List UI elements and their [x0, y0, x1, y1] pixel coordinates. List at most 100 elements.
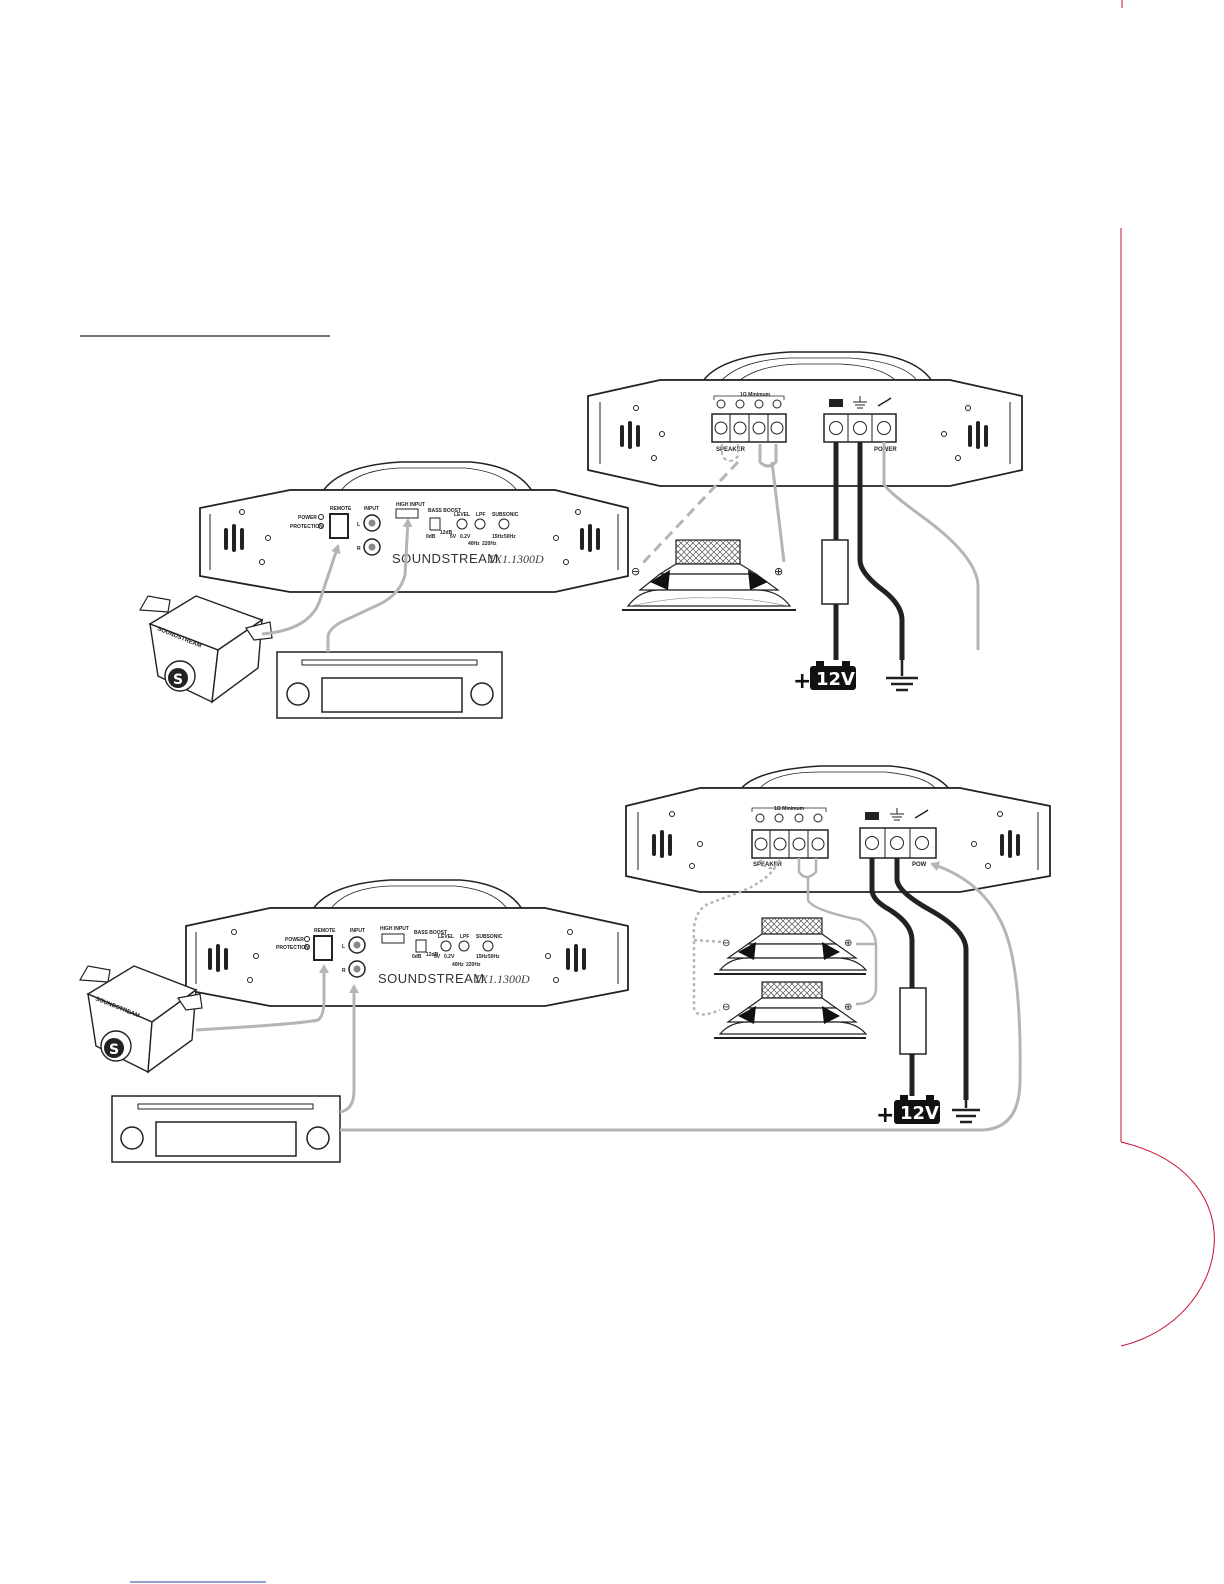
rca-cable-2 [339, 984, 359, 1114]
speaker-label: SPEAKER [716, 447, 746, 453]
bass-boost-switch [415, 939, 427, 953]
remote-port-label: REMOTE [330, 506, 352, 512]
high-input-label: HIGH INPUT [380, 926, 409, 932]
input-label: INPUT [364, 506, 379, 512]
input-l-label: L [342, 944, 345, 950]
level-min: 5V [434, 954, 441, 960]
ground-icon [853, 396, 867, 409]
amp-model-label: TX1.1300D [488, 552, 544, 566]
remote-port [329, 513, 349, 539]
svg-text:S: S [173, 672, 183, 688]
remote-cable-2 [195, 964, 329, 1032]
chassis-ground-1 [886, 660, 918, 692]
chassis-ground-2 [952, 1100, 980, 1124]
inline-fuse [821, 539, 849, 605]
remote-port-label: REMOTE [314, 928, 336, 934]
subsonic-label: SUBSONIC [492, 512, 519, 518]
rca-cable-1 [326, 518, 413, 652]
remote-wire [882, 442, 980, 650]
level-label: LEVEL [438, 934, 454, 940]
high-input-connector [381, 933, 405, 944]
speaker-neg-terminal [650, 570, 670, 590]
battery-12v-1: + 12V [793, 661, 856, 694]
input-r-label: R [357, 546, 361, 552]
battery-label: 12V [816, 669, 855, 690]
side-red-arc [1120, 1141, 1215, 1347]
input-r-label: R [342, 968, 346, 974]
subsonic-max: 50Hz [504, 534, 516, 540]
power-led [318, 514, 324, 520]
lpf-label: LPF [476, 512, 485, 518]
speaker-pos-symbol: ⊕ [844, 1002, 852, 1013]
bass-boost-0db: 0dB [412, 954, 422, 960]
speaker-label: SPEAKER [753, 862, 783, 868]
speaker-wire-pos [758, 444, 786, 563]
level-label: LEVEL [454, 512, 470, 518]
speaker-neg-symbol: ⊖ [722, 1002, 730, 1013]
subsonic-knob [482, 940, 494, 952]
subsonic-knob [498, 518, 510, 530]
ohm-min-label: 1Ω Minimum [740, 392, 771, 398]
lpf-label: LPF [460, 934, 469, 940]
bass-boost-0db: 0dB [426, 534, 436, 540]
ground-icon [890, 808, 904, 821]
remote-switch-icon [914, 809, 929, 819]
inline-fuse [899, 987, 927, 1055]
amp-terminal-view-1: 1Ω Minimum SPEAKER POWER [587, 351, 1023, 487]
battery-icon [865, 812, 879, 820]
speaker-terminal-block [751, 813, 829, 859]
speaker-neg-symbol: ⊖ [631, 566, 640, 578]
bass-boost-switch [429, 517, 441, 531]
input-l-label: L [357, 522, 360, 528]
amp-panel-view-1: POWER PROTECTION REMOTE INPUT L R HIGH I… [199, 461, 629, 593]
speaker-wire-neg [638, 460, 740, 568]
svg-text:S: S [109, 1042, 119, 1058]
bass-boost-12db: 12dB [426, 952, 439, 958]
lpf-min: 40Hz [468, 541, 480, 547]
subsonic-min: 15Hz [476, 954, 488, 960]
battery-label: 12V [900, 1103, 939, 1124]
speaker-pos-terminal [822, 1006, 840, 1024]
power-label: POW [912, 862, 927, 868]
remote-turn-on-wire [340, 861, 1022, 1132]
level-max: 0.2V [444, 954, 455, 960]
power-led [304, 936, 310, 942]
remote-port [313, 935, 333, 961]
amp-terminal-view-2: 1Ω Minimum SPEAKER POW [625, 765, 1051, 893]
battery-icon [829, 399, 843, 407]
speaker-pos-terminal [748, 570, 768, 590]
subwoofer-1: ⊖ ⊕ [622, 539, 796, 611]
speaker-pos-symbol: ⊕ [844, 938, 852, 949]
diagram-2: 1Ω Minimum SPEAKER POW [79, 765, 1051, 1163]
high-input-connector [395, 508, 419, 519]
protection-led [318, 523, 324, 529]
input-label: INPUT [350, 928, 365, 934]
bass-boost-label: BASS BOOST [414, 930, 447, 936]
level-max: 0.2V [460, 534, 471, 540]
speaker-neg-terminal [738, 1006, 756, 1024]
diagram-1: 1Ω Minimum SPEAKER POWER [139, 351, 1023, 719]
lpf-knob [458, 940, 470, 952]
remote-bass-knob-1: SOUNDSTREAM S [139, 595, 273, 704]
subwoofer-2a: ⊖ ⊕ [714, 917, 868, 975]
amp-brand-logo: SOUNDSTREAM [392, 551, 499, 566]
protection-led [304, 944, 310, 950]
bass-boost-12db: 12dB [440, 530, 453, 536]
ground-wire [857, 442, 905, 660]
lpf-knob [474, 518, 486, 530]
power-wire-positive [869, 858, 915, 1096]
level-knob [440, 940, 452, 952]
amp-model-label: TX1.1300D [474, 972, 530, 986]
head-unit-2 [111, 1095, 341, 1163]
ohm-min-label: 1Ω Minimum [774, 806, 805, 812]
subsonic-label: SUBSONIC [476, 934, 503, 940]
speaker-pos-terminal [822, 942, 840, 960]
remote-bass-knob-2: SOUNDSTREAM S [79, 965, 203, 1074]
speaker-neg-terminal [738, 942, 756, 960]
remote-switch-icon [877, 397, 892, 407]
speaker-pos-symbol: ⊕ [774, 566, 783, 578]
battery-12v-2: + 12V [876, 1095, 940, 1128]
lpf-max: 220Hz [466, 962, 481, 968]
lpf-max: 220Hz [482, 541, 497, 547]
